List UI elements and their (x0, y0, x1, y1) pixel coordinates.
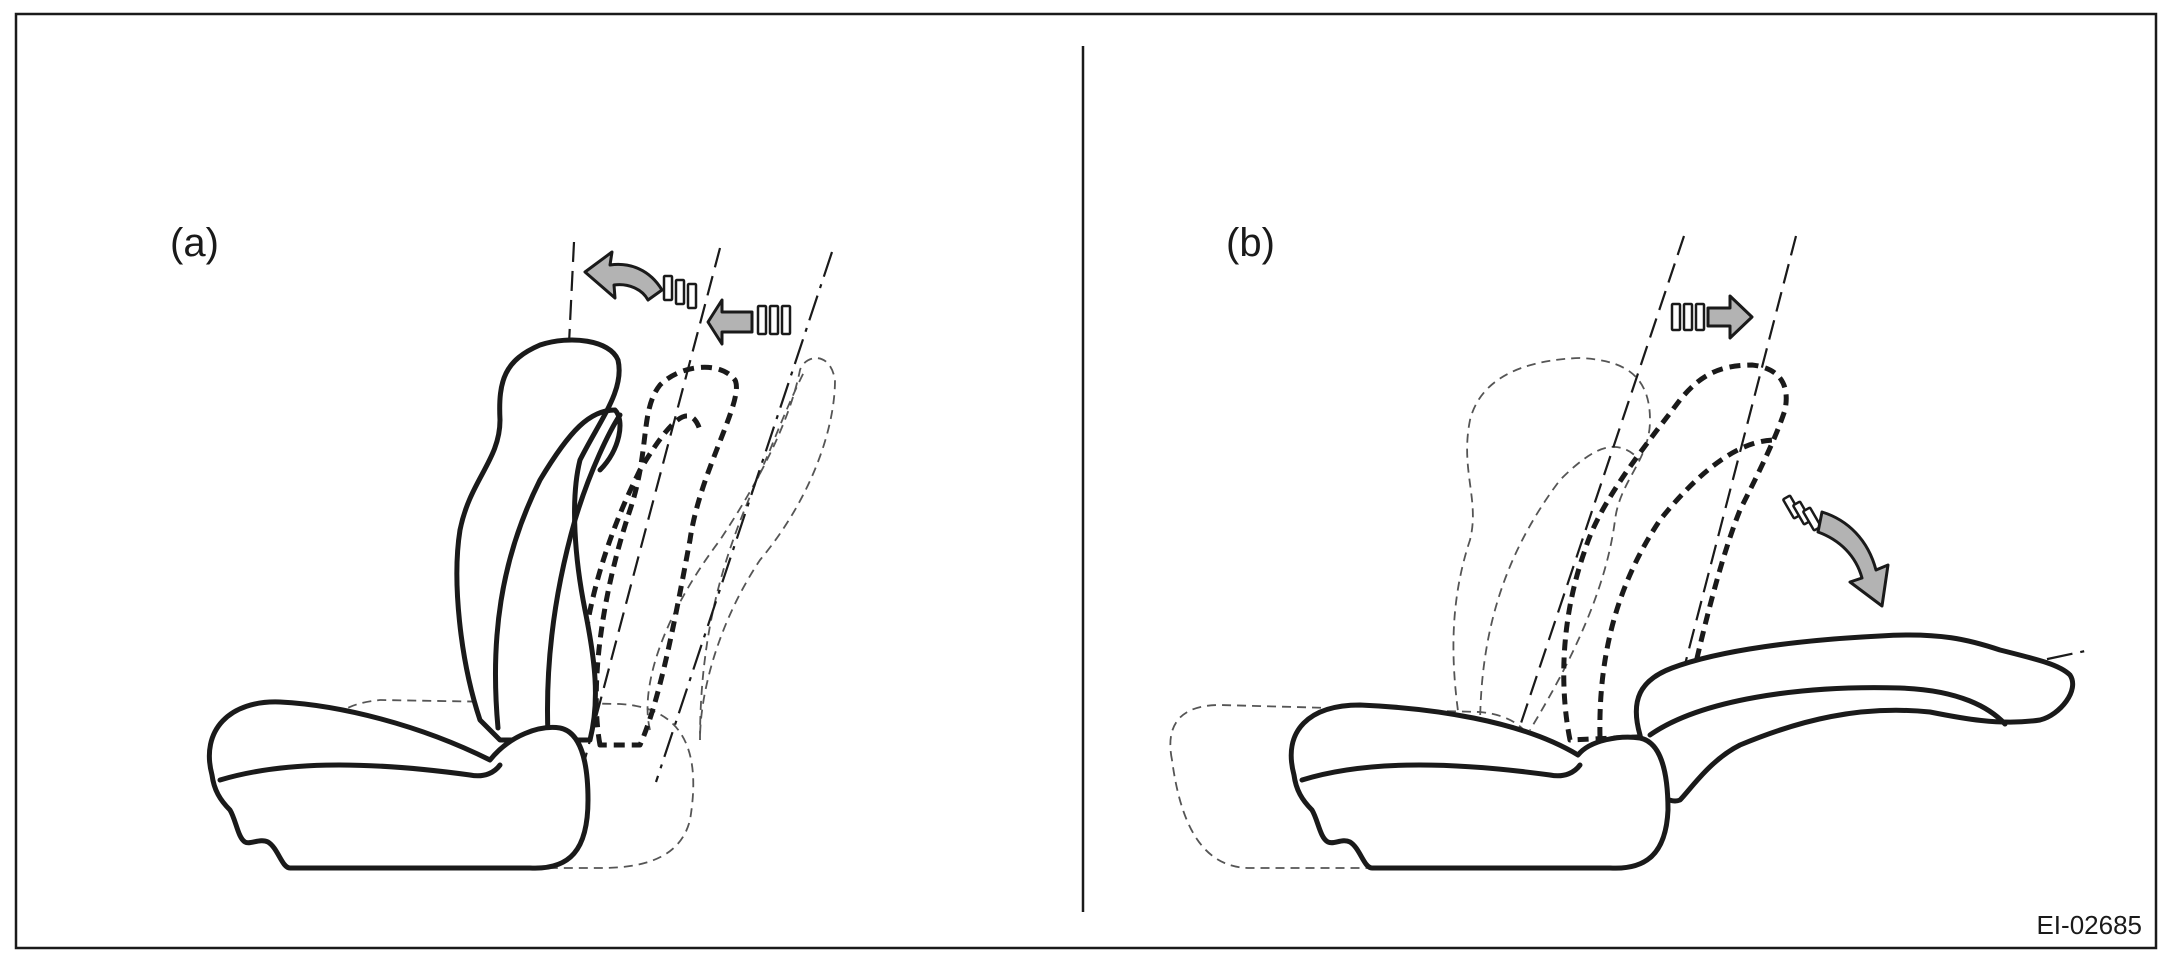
panel-a-label: (a) (170, 221, 219, 265)
panel-a: (a) (170, 221, 836, 871)
panel-b-label: (b) (1226, 221, 1275, 265)
axis-b-rear (1666, 235, 1798, 731)
axis-a-middle (578, 247, 722, 779)
axis-b-front (1506, 235, 1686, 763)
curved-arrow-icon (1782, 494, 1890, 608)
seatback-a-intermediate (576, 364, 739, 748)
figure-code: EI-02685 (2036, 910, 2142, 940)
axis-a-rear (654, 251, 834, 783)
seatback-b-folded (1633, 632, 2076, 804)
curved-arrow-icon (583, 250, 698, 310)
figure-border (14, 12, 2158, 950)
straight-arrow-icon (1670, 294, 1754, 340)
straight-arrow-icon (706, 298, 792, 346)
seat-b-ghost-outline (1169, 357, 1651, 869)
seat-cushion-a (206, 699, 591, 871)
seatback-a-upright (454, 337, 623, 743)
panel-b: (b) (1169, 221, 2091, 871)
seatback-b-intermediate (1561, 362, 1789, 743)
seat-cushion-b (1288, 702, 1671, 871)
